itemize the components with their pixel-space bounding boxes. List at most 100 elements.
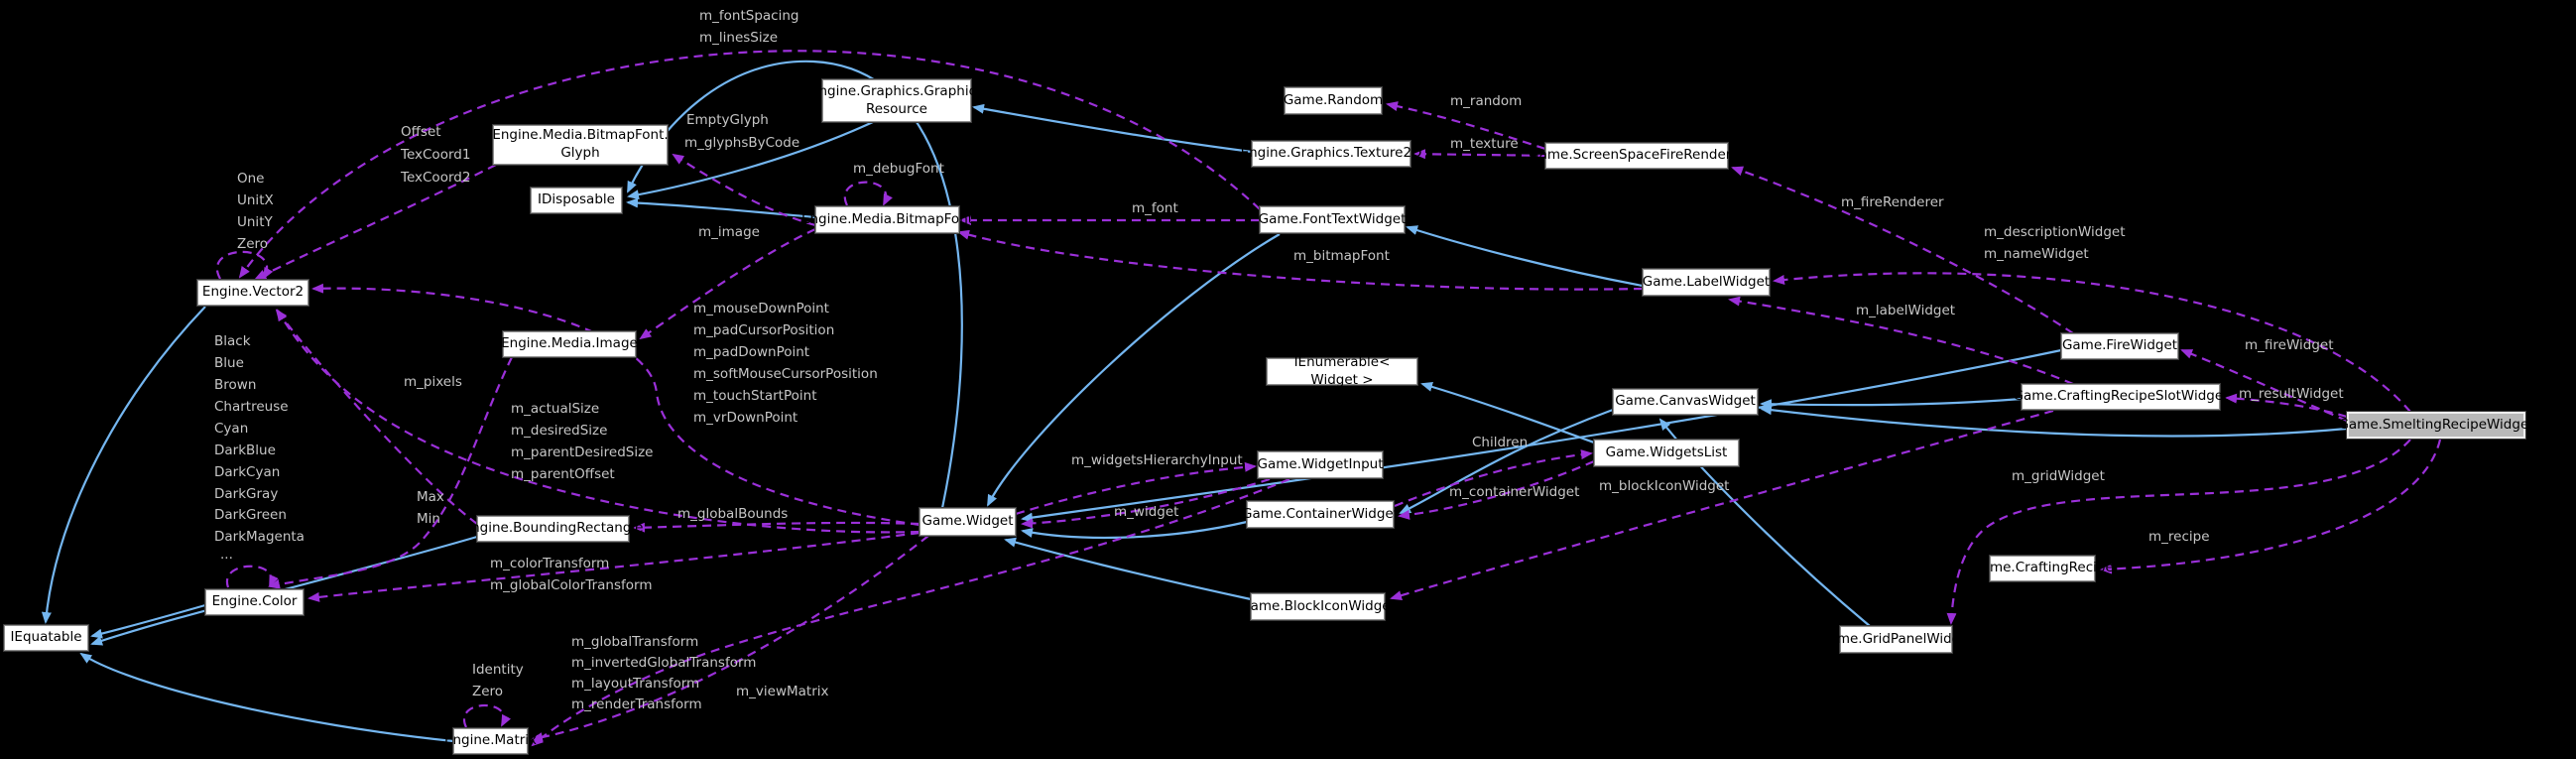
edge-label-m-actualsize: m_actualSize [511,401,600,417]
edge-label-m-globaltransform: m_globalTransform [571,634,699,650]
edge-matrix-iequatable [79,652,454,743]
edge-label-min: Min [417,511,440,527]
edge-label-m-pixels: m_pixels [404,374,462,390]
edge-label-m-namewidget: m_nameWidget [1984,246,2089,262]
edge-vector2-iequatable [41,306,206,624]
node-widget[interactable]: Game.Widget [920,508,1016,536]
edge-label-m-softmousecursorposition: m_softMouseCursorPosition [693,366,878,382]
edge-slotwidget-labelwidget [1728,296,2074,386]
edge-bitmapfont-idisposable [626,197,816,219]
edge-label-m-touchstartpoint: m_touchStartPoint [693,388,817,404]
edge-label-identity: Identity [472,662,524,678]
edge-fonttextwidget-widget [987,233,1281,507]
node-blockiconwidget[interactable]: Game.BlockIconWidget [1240,593,1396,620]
edge-smelting-slotwidget [2225,393,2348,419]
edge-widgetslist-ienumerable [1420,382,1595,444]
edge-firewidget-ssfr [1731,166,2074,334]
edge-container-widgetslist [1394,449,1593,508]
edge-labelwidget-bitmapfont [957,229,1644,291]
edge-fonttextwidget-vector2 [238,50,1261,279]
edge-label-m-descriptionwidget: m_descriptionWidget [1984,224,2126,240]
edge-label-darkgray: DarkGray [214,486,279,502]
edge-labelwidget-fonttextwidget [1406,225,1644,288]
node-craftingrecipe[interactable]: Game.CraftingRecipe [1971,556,2114,581]
edge-label-m-firerenderer: m_fireRenderer [1841,194,1944,210]
node-image[interactable]: Engine.Media.Image [501,331,638,357]
edge-label-unity: UnitY [237,214,273,230]
edge-bitmapfont-self [843,181,893,206]
edge-label-m-firewidget: m_fireWidget [2245,337,2334,353]
edge-label-m-invertedglobaltransform: m_invertedGlobalTransform [571,655,757,671]
edge-vector2-self [216,250,274,280]
node-containerwidget[interactable]: Game.ContainerWidget [1242,501,1399,528]
node-craftingrecipeslotwidget[interactable]: Game.CraftingRecipeSlotWidget [2014,384,2228,410]
edge-label-m-vrdownpoint: m_vrDownPoint [693,410,798,426]
edge-texture2d-graphicsresource [972,103,1253,154]
edge-label-chartreuse: Chartreuse [214,399,289,415]
edge-label-m-mousedownpoint: m_mouseDownPoint [693,301,829,316]
edge-label-m-globalcolortransform: m_globalColorTransform [490,577,653,593]
node-boundingrectangle[interactable]: Engine.BoundingRectangle [463,516,643,542]
edge-label-m-texture: m_texture [1450,136,1519,152]
edge-smelting-craftingrecipe [2100,439,2442,574]
node-matrix[interactable]: Engine.Matrix [444,728,537,754]
edge-label-m-random: m_random [1450,93,1523,109]
edge-label-darkblue: DarkBlue [214,443,276,458]
edge-widget-vector2-sizes [276,309,920,534]
node-screenspacefirerenderer[interactable]: Game.ScreenSpaceFireRenderer [1529,143,1745,169]
node-fonttextwidget[interactable]: Game.FontTextWidget [1259,206,1406,233]
edge-label-emptyglyph: EmptyGlyph [686,112,769,128]
edge-widget-vector2-points [311,283,920,527]
edge-label-m-linessize: m_linesSize [699,30,779,46]
edge-label-children: Children [1472,435,1529,450]
node-texture2d[interactable]: Engine.Graphics.Texture2D [1241,141,1421,167]
node-widgetslist[interactable]: Game.WidgetsList [1594,440,1739,466]
node-widgetinput[interactable]: Game.WidgetInput [1258,451,1384,478]
edge-firewidget-widget [1021,348,2062,523]
node-vector2[interactable]: Engine.Vector2 [197,280,308,306]
node-smeltingrecipewidget[interactable]: Game.SmeltingRecipeWidget [2338,412,2534,439]
edge-label-darkcyan: DarkCyan [214,464,281,480]
edge-label-m-recipe: m_recipe [2148,529,2210,545]
edge-label-m-globalbounds: m_globalBounds [677,506,789,522]
node-glyph[interactable]: Engine.Media.BitmapFont. Glyph [492,125,669,165]
node-ienumerable[interactable]: IEnumerable< Widget > [1267,354,1417,388]
edge-widget-boundingrectangle [633,521,920,533]
node-canvaswidget[interactable]: Game.CanvasWidget [1613,389,1758,415]
edge-canvaswidget-containerwidget [1399,408,1614,514]
edge-slotwidget-blockicon [1390,409,2054,600]
edge-label-texcoord1: TexCoord1 [401,147,471,163]
edge-smelting-labelwidget [1773,272,2411,413]
edge-label-max: Max [417,489,444,505]
edge-label-blue: Blue [214,355,244,371]
edge-label-zero: Zero [472,684,504,699]
edge-blockiconwidget-widget [1004,537,1252,601]
node-bitmapfont[interactable]: Engine.Media.BitmapFont [801,206,973,233]
edge-label-offset: Offset [401,124,441,140]
node-iequatable[interactable]: IEquatable [4,625,88,651]
node-firewidget[interactable]: Game.FireWidget [2061,333,2178,359]
node-graphics-resource[interactable]: Engine.Graphics.Graphics Resource [810,79,983,122]
edge-label-black: Black [214,333,251,349]
edge-label-texcoord2: TexCoord2 [401,170,471,186]
node-idisposable[interactable]: IDisposable [531,188,622,213]
edge-label-m-parentoffset: m_parentOffset [511,466,615,482]
node-random[interactable]: Game.Random [1284,87,1383,114]
edge-label-m-paddownpoint: m_padDownPoint [693,344,810,360]
edge-label-m-padcursorposition: m_padCursorPosition [693,322,835,338]
edge-label-unitx: UnitX [237,192,274,208]
edge-containerwidget-widget [1021,520,1248,540]
node-color[interactable]: Engine.Color [205,589,304,615]
edge-image-color [268,356,513,589]
node-gridpanelwidget[interactable]: Game.GridPanelWidget [1818,626,1974,653]
edge-ssfr-texture2d [1413,149,1546,160]
edge-label-m-image: m_image [698,224,760,240]
edge-widgetslist-container [1398,459,1595,520]
edge-boundingrectangle-vector2 [275,309,478,525]
edge-widget-widgetinput [1015,461,1257,516]
edge-widgetinput-matrix [531,477,1290,747]
node-labelwidget[interactable]: Game.LabelWidget [1643,269,1770,296]
edge-label-m-containerwidget: m_containerWidget [1449,484,1580,500]
edge-label-m-font: m_font [1132,200,1178,216]
edge-label-m-labelwidget: m_labelWidget [1856,303,1956,318]
